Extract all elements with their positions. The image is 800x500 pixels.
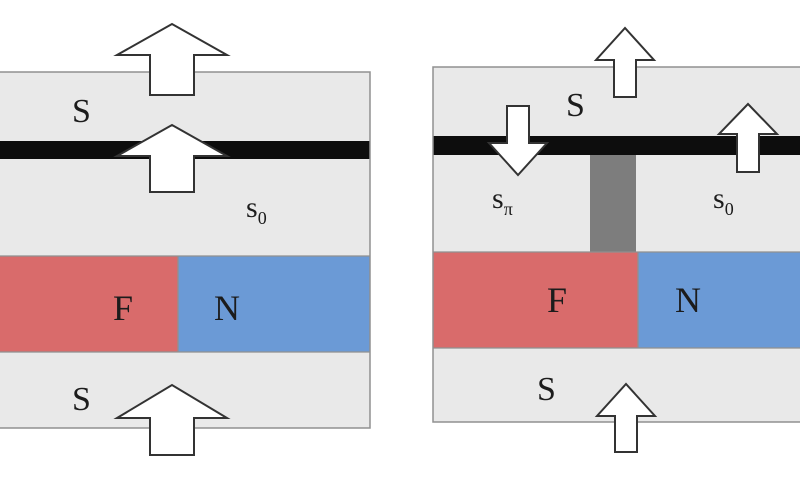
right-s-pi-subscript: π bbox=[504, 199, 513, 219]
right-domain-boundary bbox=[590, 155, 636, 252]
left-normal-label: N bbox=[214, 288, 240, 328]
right-bottom-spin-arrow-icon bbox=[594, 382, 658, 453]
right-s-pi-main: s bbox=[492, 182, 504, 215]
right-s0-main: s bbox=[713, 182, 725, 215]
right-s-pi-label: sπ bbox=[492, 182, 513, 219]
right-top-s-label: S bbox=[566, 87, 585, 124]
left-middle-spin-arrow-icon bbox=[113, 123, 231, 193]
left-s0-label: s0 bbox=[246, 191, 267, 228]
right-normal-label: N bbox=[675, 280, 701, 320]
right-bottom-s-label: S bbox=[537, 371, 556, 408]
right-normal-metal-layer bbox=[638, 252, 800, 348]
right-s0-label: s0 bbox=[713, 182, 734, 219]
right-panel: S sπ s0 F N S bbox=[432, 26, 800, 453]
right-right-spin-up-arrow-icon bbox=[716, 102, 780, 173]
right-ferromagnet-label: F bbox=[547, 280, 567, 320]
left-ferromagnet-layer bbox=[0, 256, 178, 352]
left-normal-metal-layer bbox=[178, 256, 370, 352]
right-ferromagnet-layer bbox=[433, 252, 638, 348]
left-bottom-spin-arrow-icon bbox=[113, 383, 231, 456]
right-left-spin-down-arrow-icon bbox=[486, 105, 550, 177]
right-top-spin-arrow-icon bbox=[593, 26, 657, 98]
left-panel: S s0 F N S bbox=[0, 22, 371, 456]
left-top-spin-arrow-icon bbox=[113, 22, 231, 96]
left-s0-main: s bbox=[246, 191, 258, 224]
left-s0-subscript: 0 bbox=[258, 208, 267, 228]
right-s0-subscript: 0 bbox=[725, 199, 734, 219]
left-top-s-label: S bbox=[72, 93, 91, 130]
left-bottom-s-label: S bbox=[72, 381, 91, 418]
left-ferromagnet-label: F bbox=[113, 288, 133, 328]
